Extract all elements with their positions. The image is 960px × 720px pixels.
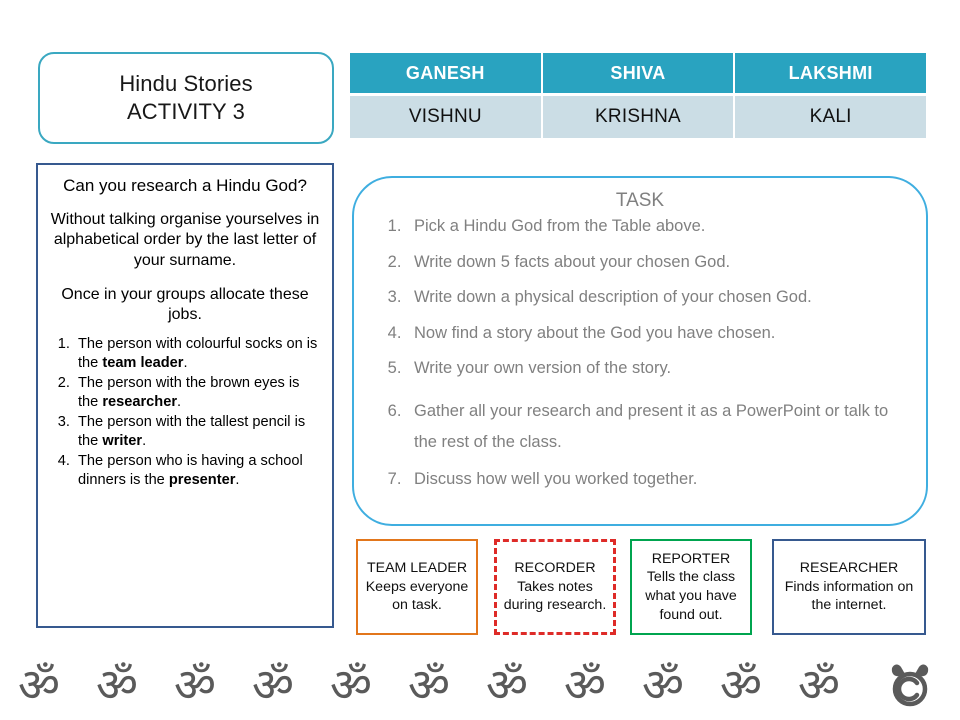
list-item: Write down 5 facts about your chosen God… (406, 253, 908, 271)
job-text-pre: The person with colourful socks on is th… (78, 336, 318, 371)
activity-title-box: Hindu Stories ACTIVITY 3 (38, 52, 334, 144)
table-header-row: GANESH SHIVA LAKSHMI (350, 53, 926, 93)
om-icon: ॐ (798, 658, 840, 712)
table-cell-vishnu: VISHNU (350, 96, 541, 138)
om-icon: ॐ (330, 658, 372, 712)
list-item: The person with colourful socks on is th… (74, 335, 322, 373)
research-question: Can you research a Hindu God? (63, 176, 307, 195)
om-icon: ॐ (252, 658, 294, 712)
role-description: Finds information on the internet. (784, 578, 914, 614)
list-item: The person with the tallest pencil is th… (74, 413, 322, 451)
om-icon: ॐ (408, 658, 450, 712)
hindu-gods-table: GANESH SHIVA LAKSHMI VISHNU KRISHNA KALI (348, 53, 928, 138)
om-icon: ॐ (174, 658, 216, 712)
job-role-name: writer (102, 432, 143, 449)
role-box-team-leader: TEAM LEADER Keeps everyone on task. (356, 539, 478, 635)
role-box-reporter: REPORTER Tells the class what you have f… (630, 539, 752, 635)
task-list: Pick a Hindu God from the Table above. W… (372, 218, 908, 488)
role-description: Takes notes during research. (503, 578, 607, 614)
job-text-post: . (183, 355, 188, 371)
table-cell-krishna: KRISHNA (542, 96, 734, 138)
job-text-pre: The person who is having a school dinner… (78, 452, 303, 488)
table-row: VISHNU KRISHNA KALI (350, 96, 926, 138)
job-role-name: presenter (168, 471, 236, 488)
list-item: Write your own version of the story. (406, 360, 908, 377)
role-title: TEAM LEADER (366, 559, 468, 576)
role-title: RESEARCHER (799, 559, 899, 576)
list-item: The person who is having a school dinner… (74, 452, 322, 490)
job-role-name: researcher (102, 393, 177, 410)
list-item: The person with the brown eyes is the re… (74, 374, 322, 412)
om-icon: ॐ (720, 658, 762, 712)
instructions-panel: Can you research a Hindu God? Without ta… (36, 163, 334, 628)
jobs-list: The person with colourful socks on is th… (48, 335, 322, 490)
role-box-recorder: RECORDER Takes notes during research. (494, 539, 616, 635)
om-icon: ॐ (564, 658, 606, 712)
organise-paragraph: Without talking organise yourselves in a… (50, 211, 320, 269)
om-icon: ॐ (96, 658, 138, 712)
table-row-divider (350, 93, 926, 96)
list-item: Discuss how well you worked together. (406, 471, 908, 488)
job-text-pre: The person with the brown eyes is the (78, 374, 300, 410)
om-icon: ॐ (18, 658, 60, 712)
table-header-cell-ganesh: GANESH (350, 53, 541, 93)
job-role-name: team leader (102, 355, 184, 371)
role-description: Tells the class what you have found out. (645, 569, 737, 623)
list-item: Gather all your research and present it … (406, 396, 908, 459)
table-header-cell-shiva: SHIVA (542, 53, 734, 93)
role-box-researcher: RESEARCHER Finds information on the inte… (772, 539, 926, 635)
job-text-post: . (142, 432, 147, 449)
job-text-post: . (235, 471, 240, 488)
role-description: Keeps everyone on task. (365, 578, 469, 614)
allocate-paragraph: Once in your groups allocate these jobs. (61, 285, 309, 323)
list-item: Pick a Hindu God from the Table above. (406, 218, 908, 235)
copyright-moose-icon (891, 664, 929, 707)
role-title: REPORTER (651, 550, 731, 567)
table-header-cell-lakshmi: LAKSHMI (735, 53, 926, 93)
task-panel: TASK Pick a Hindu God from the Table abo… (352, 176, 928, 526)
om-icon: ॐ (642, 658, 684, 712)
job-text-pre: The person with the tallest pencil is th… (78, 413, 306, 449)
title-line-2: ACTIVITY 3 (127, 99, 245, 124)
list-item: Now find a story about the God you have … (406, 324, 908, 342)
table-cell-kali: KALI (735, 96, 926, 138)
task-panel-title: TASK (615, 190, 665, 211)
job-text-post: . (177, 393, 182, 410)
list-item: Write down a physical description of you… (406, 289, 908, 306)
title-line-1: Hindu Stories (119, 71, 253, 97)
om-icon: ॐ (486, 658, 528, 712)
role-title: RECORDER (514, 559, 596, 576)
